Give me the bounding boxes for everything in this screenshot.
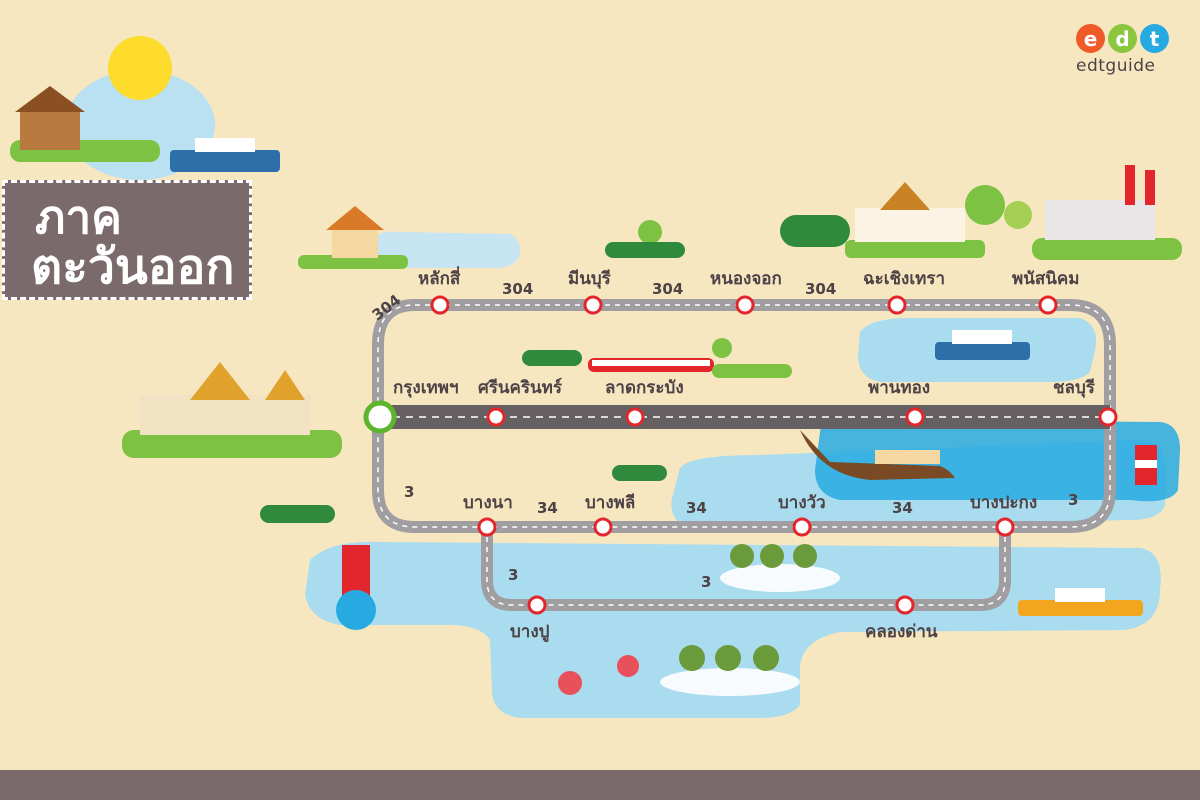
region-title-box: ภาค ตะวันออก xyxy=(2,180,252,300)
stop-marker-nongchok xyxy=(735,295,755,315)
route-number-304-b: 304 xyxy=(652,280,683,298)
logo-letter-t: t xyxy=(1140,24,1169,53)
route-number-3-inner: 3 xyxy=(508,566,518,584)
stop-marker-chachoengsao xyxy=(887,295,907,315)
stop-marker-phanatnikhom xyxy=(1038,295,1058,315)
stop-label-phanthong: พานทอง xyxy=(868,378,930,398)
stop-label-chachoengsao: ฉะเชิงเทรา xyxy=(863,269,945,289)
stop-marker-latkrabang xyxy=(625,407,645,427)
stop-label-chonburi: ชลบุรี xyxy=(1053,377,1096,398)
logo-letters: e d t xyxy=(1076,24,1176,53)
stop-marker-minburi xyxy=(583,295,603,315)
stop-label-nongchok: หนองจอก xyxy=(710,269,782,289)
stop-label-srinakarin: ศรีนครินทร์ xyxy=(478,377,563,398)
logo-wordmark: edtguide xyxy=(1076,56,1156,76)
scenery xyxy=(10,36,1182,696)
stop-marker-bangphli xyxy=(593,517,613,537)
stop-marker-bangkok xyxy=(363,400,397,434)
route-number-3-bottom: 3 xyxy=(701,573,711,591)
stop-label-minburi: มีนบุรี xyxy=(568,268,612,289)
stop-marker-chonburi xyxy=(1098,407,1118,427)
stop-marker-bangpakong xyxy=(995,517,1015,537)
region-title-line2: ตะวันออก xyxy=(31,239,235,295)
route-number-3-left: 3 xyxy=(404,483,414,501)
stop-marker-bangpu xyxy=(527,595,547,615)
stop-marker-khlongdan xyxy=(895,595,915,615)
stops xyxy=(363,295,1118,615)
route-number-34-a: 34 xyxy=(537,499,558,517)
stop-label-bangphli: บางพลี xyxy=(585,492,635,513)
stop-marker-srinakarin xyxy=(486,407,506,427)
stop-label-bangpu: บางปู xyxy=(510,622,550,643)
logo-letter-e: e xyxy=(1076,24,1105,53)
stop-label-khlongdan: คลองด่าน xyxy=(865,622,938,642)
route-numbers: 304 304 304 304 3 3 3 3 34 34 34 xyxy=(369,280,1079,591)
stop-label-bangna: บางนา xyxy=(463,493,513,513)
stop-labels: หลักสี่ มีนบุรี หนองจอก ฉะเชิงเทรา พนัสน… xyxy=(393,266,1096,643)
stop-marker-bangna xyxy=(477,517,497,537)
route-number-304-a: 304 xyxy=(502,280,533,298)
stop-marker-bangwua xyxy=(792,517,812,537)
footer-bar xyxy=(0,770,1200,800)
route-number-34-c: 34 xyxy=(892,499,913,517)
stop-label-bangwua: บางวัว xyxy=(778,493,826,513)
stop-label-laksi: หลักสี่ xyxy=(418,266,461,289)
sea-area xyxy=(305,231,1180,718)
region-title-line1: ภาค xyxy=(35,190,122,244)
route-number-34-b: 34 xyxy=(686,499,707,517)
route-number-3-right: 3 xyxy=(1068,491,1078,509)
stop-marker-laksi xyxy=(430,295,450,315)
logo-letter-d: d xyxy=(1108,24,1137,53)
stop-marker-phanthong xyxy=(905,407,925,427)
stop-label-bangpakong: บางปะกง xyxy=(970,493,1037,513)
stop-label-latkrabang: ลาดกระบัง xyxy=(605,378,684,398)
stop-label-bangkok: กรุงเทพฯ xyxy=(393,378,459,398)
edtguide-logo: e d t edtguide xyxy=(1076,24,1176,80)
stop-label-phanatnikhom: พนัสนิคม xyxy=(1012,269,1079,289)
route-number-304-c: 304 xyxy=(805,280,836,298)
